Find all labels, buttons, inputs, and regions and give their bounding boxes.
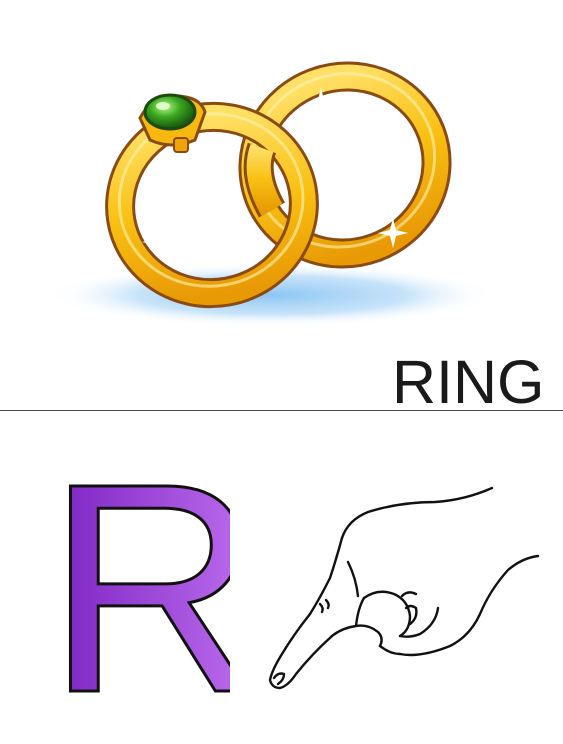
sparkles — [142, 88, 408, 252]
asl-letter-r-hand-icon — [268, 486, 540, 690]
letter-label: R — [46, 455, 230, 700]
gem — [138, 93, 207, 153]
letter-r-glyph: R — [45, 455, 231, 700]
word-label: RING — [392, 348, 545, 416]
divider-line — [0, 410, 563, 411]
interlocked-rings-icon — [47, 61, 497, 327]
picture-section: RING — [47, 61, 545, 416]
